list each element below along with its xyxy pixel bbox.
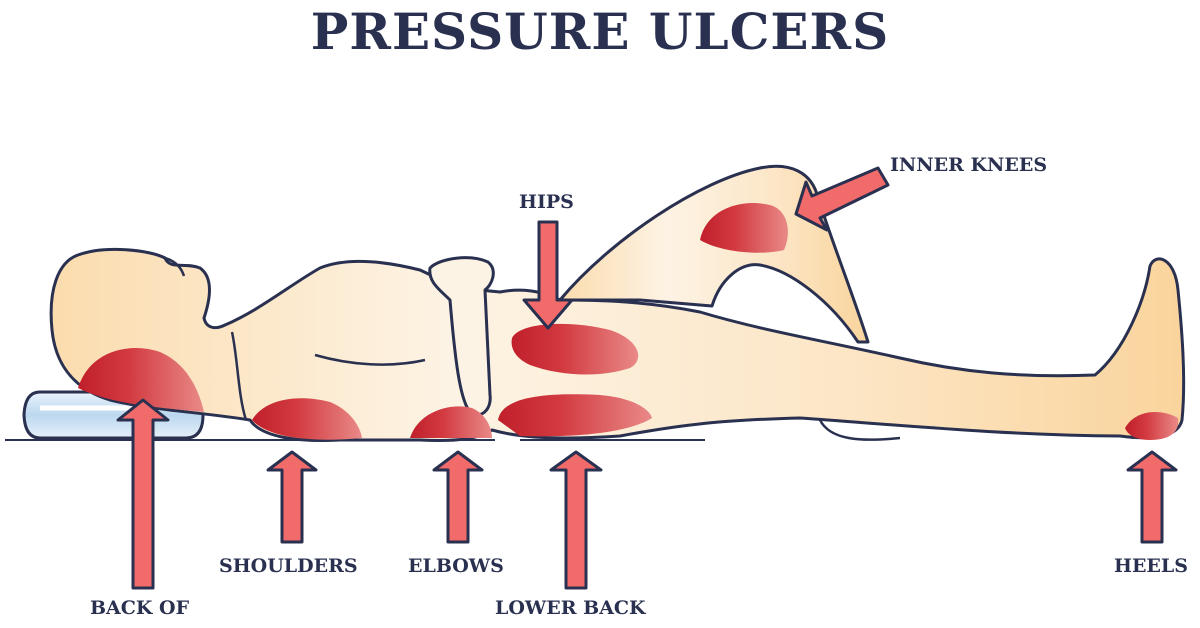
arrow-elbows <box>432 450 484 544</box>
ulcer-hips <box>511 323 639 375</box>
arrow-back-of <box>116 398 170 590</box>
ulcer-heels <box>1125 412 1179 440</box>
ulcer-shoulders <box>252 398 362 440</box>
arrow-hips <box>522 220 574 330</box>
bent-leg <box>558 164 870 344</box>
label-shoulders: SHOULDERS <box>219 555 358 577</box>
arrow-inner-knees <box>794 166 890 232</box>
ulcer-inner-knees <box>700 203 788 253</box>
arrow-heels <box>1126 450 1178 544</box>
ulcer-elbows <box>410 406 492 438</box>
ulcer-lower-back <box>498 394 652 437</box>
label-lower-back: LOWER BACK <box>495 597 646 619</box>
arrows <box>116 166 1178 590</box>
label-back-of: BACK OF <box>90 597 190 619</box>
ulcer-back-of-head <box>78 348 204 412</box>
label-hips: HIPS <box>519 191 574 213</box>
arrow-lower-back <box>549 450 603 590</box>
label-inner-knees: INNER KNEES <box>890 154 1048 176</box>
label-heels: HEELS <box>1114 555 1188 577</box>
ulcer-areas <box>78 203 1179 440</box>
page-title: PRESSURE ULCERS <box>310 2 890 61</box>
arrow-shoulders <box>266 450 318 544</box>
label-elbows: ELBOWS <box>408 555 504 577</box>
